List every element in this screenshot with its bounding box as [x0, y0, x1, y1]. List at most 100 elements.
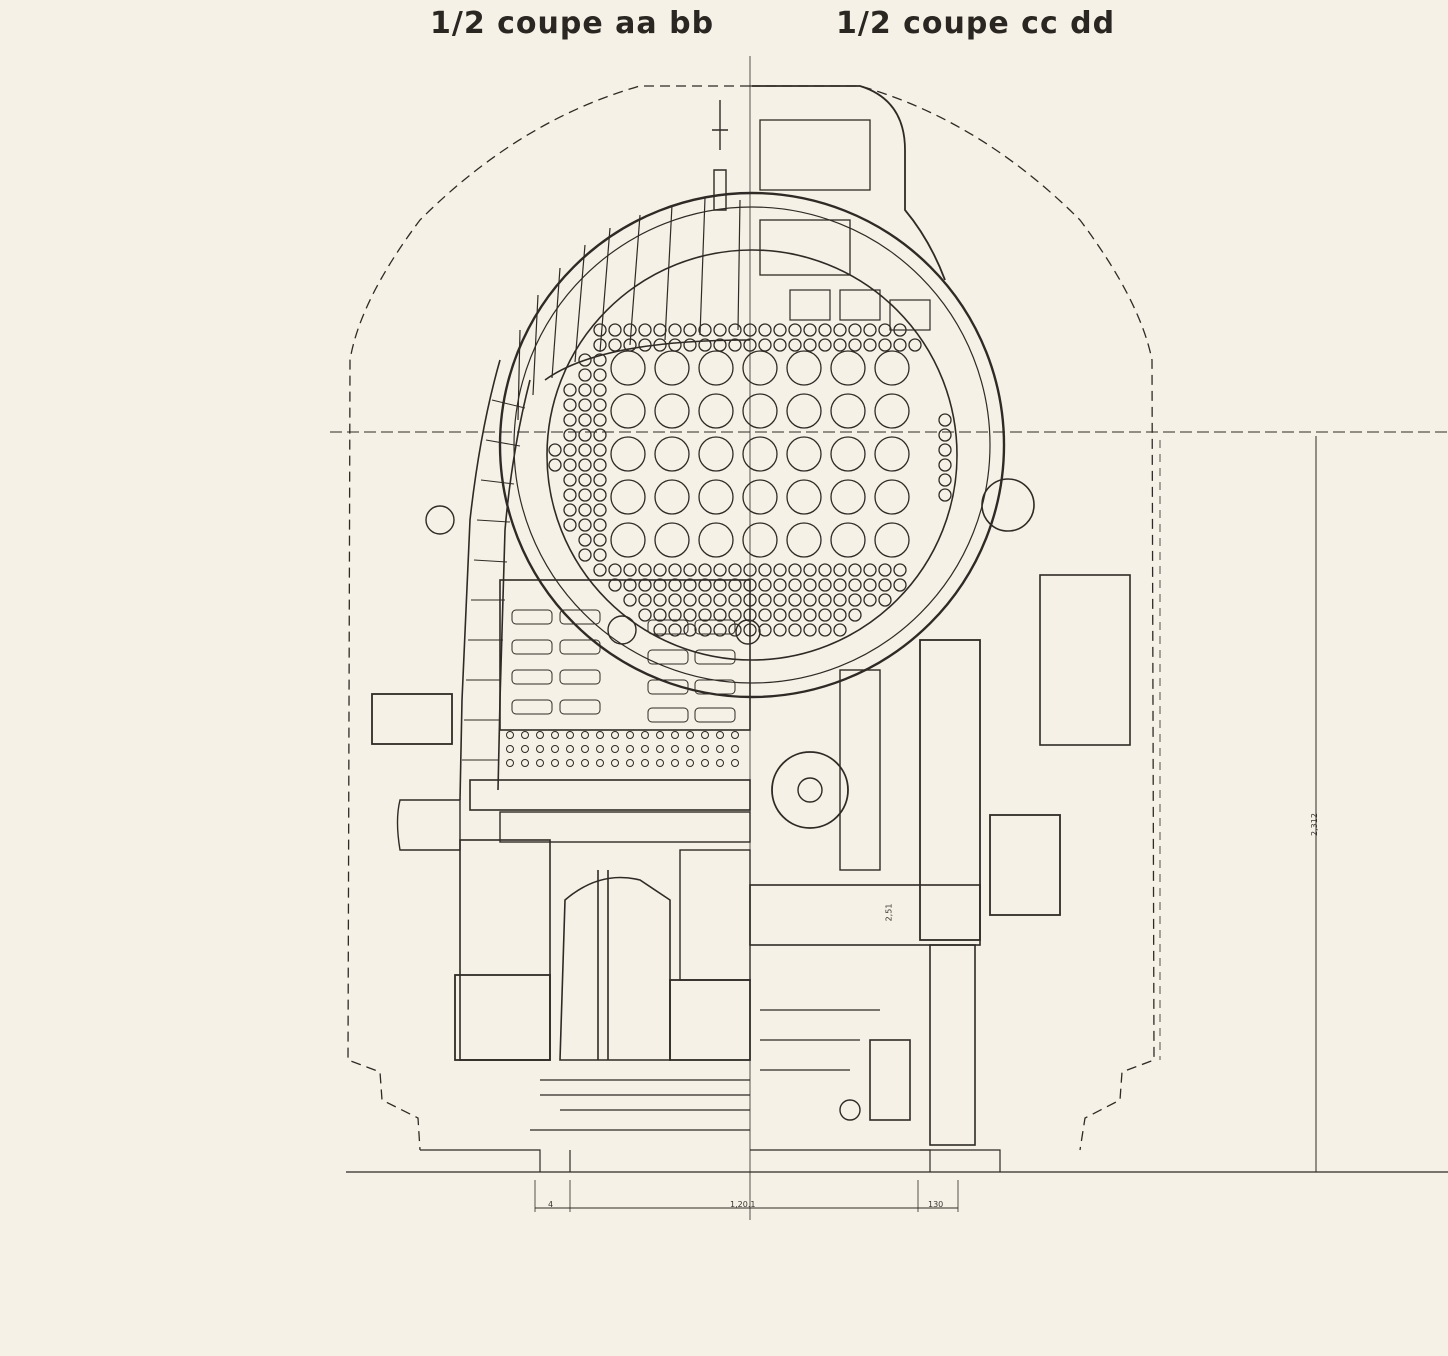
smoke-tube — [683, 563, 697, 577]
flue-tube — [610, 350, 646, 386]
smoke-tube — [893, 323, 907, 337]
smoke-tube — [758, 623, 772, 637]
cylinder-block — [749, 884, 981, 946]
boiler-tube-plate — [546, 249, 958, 661]
smoke-tube — [578, 518, 592, 532]
smoke-tube — [728, 323, 742, 337]
grate-hole — [596, 759, 604, 767]
smoke-tube — [833, 608, 847, 622]
smoke-tube — [848, 323, 862, 337]
smoke-tube — [668, 623, 682, 637]
smoke-tube — [893, 563, 907, 577]
grate-hole — [566, 745, 574, 753]
firebox-crown — [544, 339, 751, 381]
smoke-tube — [848, 338, 862, 352]
grate-hole — [686, 759, 694, 767]
smoke-tube — [773, 623, 787, 637]
grate-box — [499, 579, 751, 731]
smoke-tube — [803, 323, 817, 337]
smoke-tube — [938, 488, 952, 502]
grate-hole — [731, 745, 739, 753]
grate-hole — [611, 759, 619, 767]
grate-hole — [611, 745, 619, 753]
smoke-tube — [593, 428, 607, 442]
smoke-tube — [593, 518, 607, 532]
smoke-tube — [803, 563, 817, 577]
smoke-tube — [698, 323, 712, 337]
smoke-tube — [878, 578, 892, 592]
smoke-tube — [848, 593, 862, 607]
grate-hole — [686, 731, 694, 739]
smoke-tube — [653, 578, 667, 592]
brick-arch-blocks — [511, 609, 736, 723]
smoke-tube — [653, 563, 667, 577]
smoke-tube — [563, 458, 577, 472]
grate-hole — [536, 759, 544, 767]
lower-frame-outline — [420, 1149, 931, 1172]
title-half-section-cc-dd: 1/2 coupe cc dd — [836, 6, 1116, 41]
flue-tube — [874, 350, 910, 386]
grate-holes — [506, 731, 739, 767]
smoke-tube — [593, 383, 607, 397]
water-tube-node-right — [735, 619, 761, 645]
smoke-tube — [878, 563, 892, 577]
smoke-tube — [773, 608, 787, 622]
smoke-tube — [938, 458, 952, 472]
flue-tube — [698, 479, 734, 515]
smoke-tube — [563, 443, 577, 457]
grate-hole — [656, 731, 664, 739]
water-tube-node — [607, 615, 637, 645]
reversing-rod-casing — [1039, 574, 1131, 746]
smoke-tube — [563, 383, 577, 397]
superheater-header-a — [789, 289, 831, 321]
flue-tube — [742, 350, 778, 386]
flue-tube — [742, 522, 778, 558]
smoke-tube — [668, 578, 682, 592]
dimension-label-height: 2,312 — [1309, 813, 1319, 836]
smoke-tube — [743, 563, 757, 577]
flue-tube — [874, 436, 910, 472]
smoke-tube — [698, 623, 712, 637]
flue-tube — [742, 436, 778, 472]
smoke-tube — [758, 323, 772, 337]
smoke-tube — [563, 488, 577, 502]
smoke-tube — [608, 563, 622, 577]
smoke-tube — [743, 608, 757, 622]
smoke-tube — [653, 608, 667, 622]
flue-tube — [654, 436, 690, 472]
grate-hole — [701, 731, 709, 739]
smoke-tube — [608, 578, 622, 592]
smoke-tube — [758, 563, 772, 577]
flue-tube — [830, 436, 866, 472]
smoke-tube — [683, 338, 697, 352]
smoke-tube — [683, 623, 697, 637]
crank-disc — [771, 751, 849, 829]
grate-hole — [566, 731, 574, 739]
smoke-tube — [728, 563, 742, 577]
smoke-tube — [593, 503, 607, 517]
smoke-tube — [653, 593, 667, 607]
smoke-tube — [623, 578, 637, 592]
grate-hole — [566, 759, 574, 767]
grate-hole — [671, 745, 679, 753]
smoke-tube — [623, 338, 637, 352]
smoke-tube — [623, 323, 637, 337]
smoke-tube — [578, 548, 592, 562]
flue-tube — [874, 522, 910, 558]
smoke-tube — [578, 383, 592, 397]
smoke-tube — [563, 413, 577, 427]
flue-tube — [610, 479, 646, 515]
smoke-tube — [878, 338, 892, 352]
smoke-tube — [863, 578, 877, 592]
smoke-tube — [833, 623, 847, 637]
smoke-tube — [728, 623, 742, 637]
grate-hole — [521, 759, 529, 767]
smoke-tube — [683, 323, 697, 337]
smoke-tube — [848, 563, 862, 577]
smoke-tube — [638, 563, 652, 577]
smoke-tube — [788, 608, 802, 622]
sand-box — [371, 693, 453, 745]
grate-hole — [701, 759, 709, 767]
smoke-tube — [833, 578, 847, 592]
smoke-tube — [908, 338, 922, 352]
